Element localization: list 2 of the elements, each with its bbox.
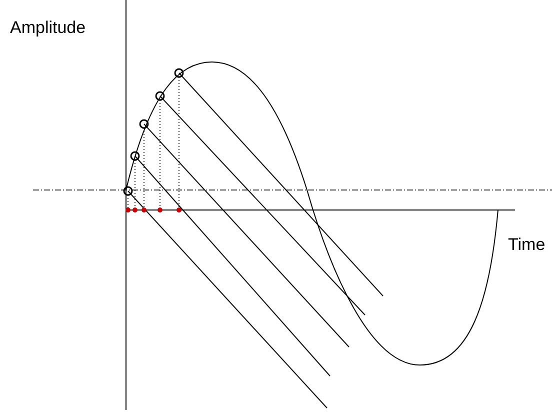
axis-label: Time: [508, 235, 546, 255]
axis-label: Amplitude: [10, 18, 86, 38]
